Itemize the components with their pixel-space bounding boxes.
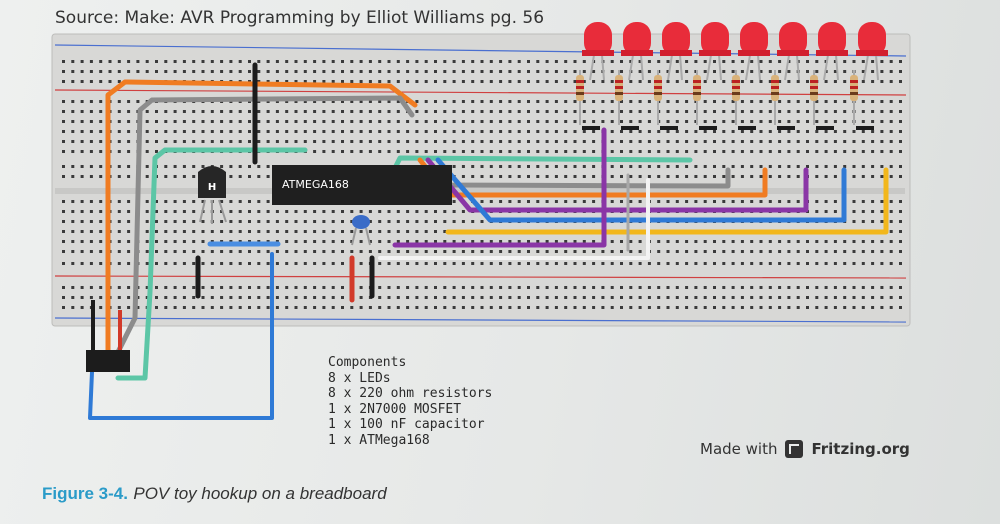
led-8: [856, 22, 888, 81]
blue-wire-chip: [435, 157, 847, 223]
resistor-5: [732, 70, 740, 125]
atmega-chip: [272, 165, 452, 205]
components-title: Components: [328, 355, 407, 370]
led-5: [738, 22, 770, 81]
source-note: Source: Make: AVR Programming by Elliot …: [55, 8, 545, 28]
component-item: 8 x 220 ohm resistors: [328, 386, 493, 401]
led-rail-gap: [738, 126, 756, 130]
resistor-2: [615, 70, 623, 125]
top-rail-red-line: [54, 89, 907, 96]
capacitor: [351, 215, 371, 246]
mosfet-label: H: [208, 182, 216, 193]
resistor-4: [693, 70, 701, 125]
led-rail-gap: [582, 126, 600, 130]
led-rail-gap: [777, 126, 795, 130]
orange-wire: [105, 79, 418, 355]
fritzing-brand: Fritzing.org: [811, 440, 910, 458]
component-item: 8 x LEDs: [328, 370, 391, 386]
bottom-rail-blue-line: [54, 317, 907, 323]
led-rail-gaps: [582, 126, 874, 130]
white-wire-low: [378, 178, 650, 260]
figure-label: Figure 3-4.: [42, 484, 128, 503]
led-rail-gap: [621, 126, 639, 130]
chip-label: ATMEGA168: [282, 178, 349, 191]
resistor-8: [850, 70, 858, 125]
led-4: [699, 22, 731, 81]
gray-wire-long: [115, 95, 415, 355]
component-item: 1 x 2N7000 MOSFET: [328, 401, 462, 417]
fritzing-credit: Made with Fritzing.org: [700, 440, 910, 458]
breadboard: [51, 33, 911, 327]
resistor-7: [810, 70, 818, 125]
resistor-3: [654, 70, 662, 125]
led-2: [621, 22, 653, 81]
mosfet: H: [198, 166, 227, 224]
led-rail-gap: [856, 126, 874, 130]
leds: [582, 22, 888, 81]
resistors: [576, 70, 858, 125]
center-channel: [55, 188, 905, 194]
led-6: [777, 22, 809, 81]
led-7: [816, 22, 848, 81]
led-3: [660, 22, 692, 81]
component-item: 1 x 100 nF capacitor: [328, 417, 485, 432]
yellow-wire-chip: [445, 167, 889, 235]
blue-wire-bottom: [88, 252, 274, 420]
teal-wire-long: [115, 147, 308, 381]
header-connector: [86, 300, 130, 372]
led-rail-gap: [699, 126, 717, 130]
components-list: Components 8 x LEDs 8 x 220 ohm resistor…: [328, 355, 492, 448]
figure-caption: Figure 3-4. POV toy hookup on a breadboa…: [42, 484, 387, 504]
figure-caption-text: POV toy hookup on a breadboard: [133, 484, 387, 503]
led-1: [582, 22, 614, 81]
resistor-1: [576, 70, 584, 125]
led-rail-gap: [816, 126, 834, 130]
purple-wire-low: [392, 127, 607, 248]
fritzing-logo-icon: [785, 440, 804, 458]
teal-wire-chip: [392, 155, 693, 171]
resistor-6: [771, 70, 779, 125]
led-rail-gap: [660, 126, 678, 130]
made-with-text: Made with: [700, 440, 778, 458]
component-item: 1 x ATMega168: [328, 432, 430, 448]
